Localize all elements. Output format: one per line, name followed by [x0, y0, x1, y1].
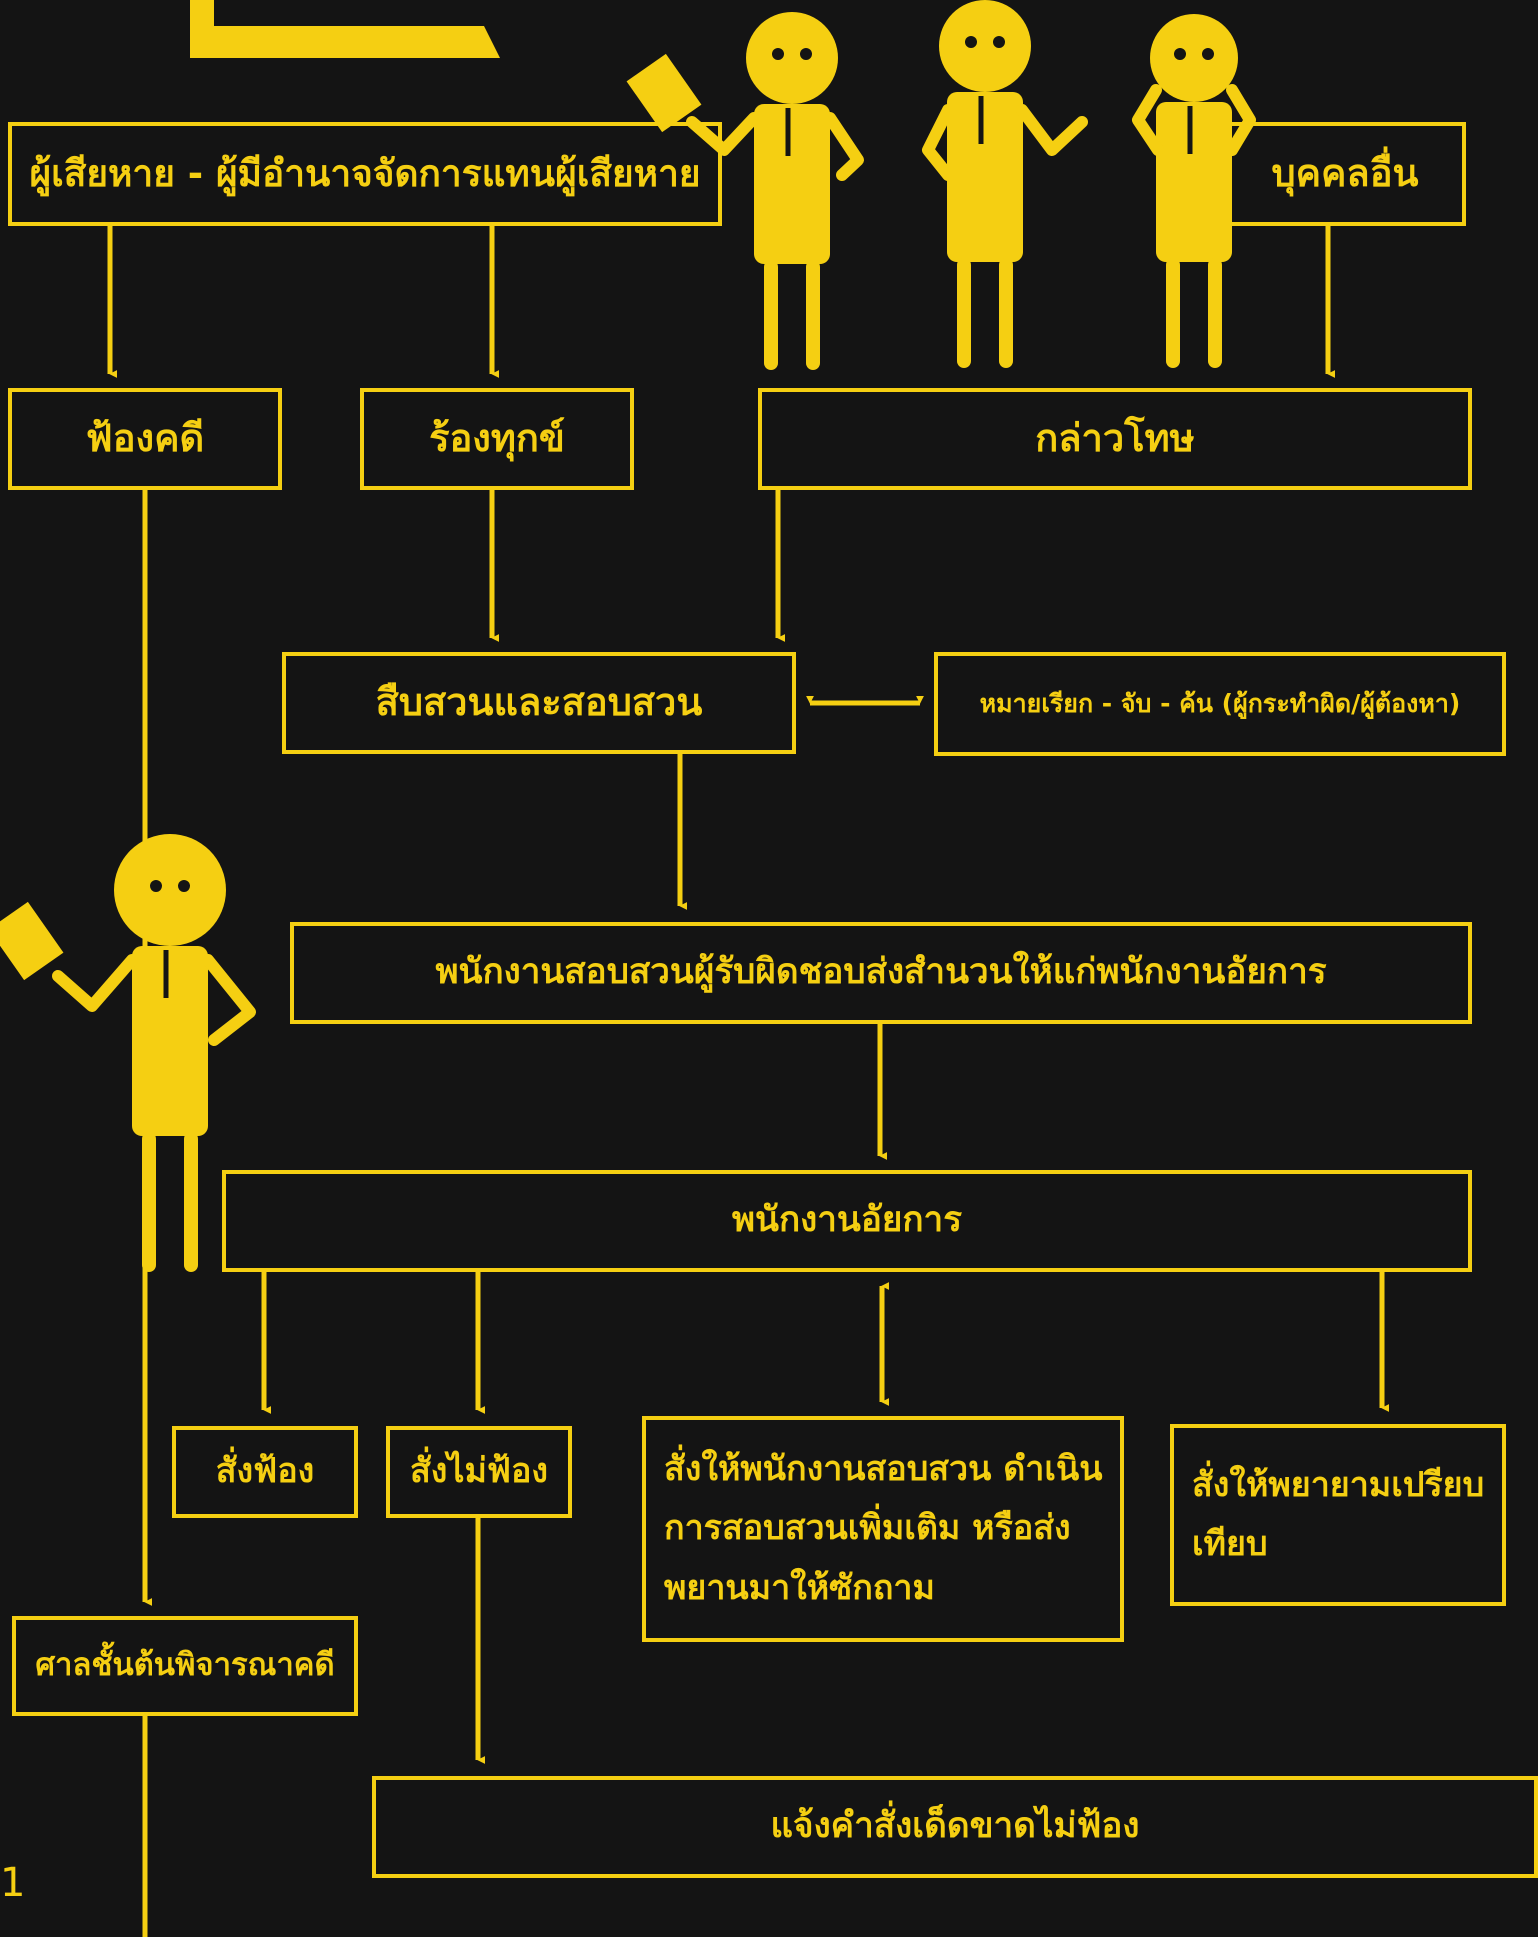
lawyer-figure-body [754, 104, 830, 264]
lawyer-figure-arm-0 [686, 112, 760, 156]
judge-figure-left-eye [965, 36, 977, 48]
order-more-investigation-node: สั่งให้พนักงานสอบสวน ดำเนินการสอบสวนเพิ่… [642, 1416, 1124, 1642]
crying-figure-arm-1 [1226, 84, 1256, 156]
prosecutor-figure-document [0, 901, 64, 981]
sue-node: ฟ้องคดี [8, 388, 282, 490]
lawyer-figure-right-leg [806, 260, 820, 370]
prosecutor-figure-arm-1 [202, 954, 256, 1046]
prosecutor-figure-left-leg [142, 1132, 156, 1272]
prosecutor-figure-arm-0 [52, 954, 138, 1012]
corner-bracket-decoration [190, 0, 500, 58]
investigate-node: สืบสวนและสอบสวน [282, 652, 796, 754]
judge-figure-right-eye [993, 36, 1005, 48]
judge-figure-body [947, 92, 1023, 262]
prosecutor-node: พนักงานอัยการ [222, 1170, 1472, 1272]
lawyer-figure-head [746, 12, 838, 104]
prosecutor-figure-right-eye [178, 880, 190, 892]
lawyer-figure-document [626, 53, 702, 133]
crying-figure [1132, 14, 1256, 368]
crying-figure-arm-0 [1132, 84, 1164, 156]
lawyer-figure [626, 12, 864, 370]
first-court-node: ศาลชั้นต้นพิจารณาคดี [12, 1616, 358, 1716]
final-no-sue-node: แจ้งคำสั่งเด็ดขาดไม่ฟ้อง [372, 1776, 1538, 1878]
prosecutor-figure [0, 834, 256, 1272]
accuse-node: กล่าวโทษ [758, 388, 1472, 490]
crying-figure-head [1150, 14, 1238, 102]
crying-figure-right-eye [1202, 48, 1214, 60]
complain-node: ร้องทุกข์ [360, 388, 634, 490]
other-person-node: บุคคลอื่น [1224, 122, 1466, 226]
crying-figure-left-eye [1174, 48, 1186, 60]
lawyer-figure-left-leg [764, 260, 778, 370]
crying-figure-left-leg [1166, 258, 1180, 368]
warrant-node: หมายเรียก - จับ - ค้น (ผู้กระทำผิด/ผู้ต้… [934, 652, 1506, 756]
prosecutor-figure-left-eye [150, 880, 162, 892]
prosecutor-figure-head [114, 834, 226, 946]
lawyer-figure-arm-1 [824, 112, 864, 181]
figures [0, 0, 1256, 1272]
order-sue-node: สั่งฟ้อง [172, 1426, 358, 1518]
judge-figure-left-leg [957, 258, 971, 368]
judge-figure-head [939, 0, 1031, 92]
lawyer-figure-right-eye [800, 48, 812, 60]
order-not-sue-node: สั่งไม่ฟ้อง [386, 1426, 572, 1518]
order-settlement-node: สั่งให้พยายามเปรียบเทียบ [1170, 1424, 1506, 1606]
judge-figure [922, 0, 1088, 368]
send-file-node: พนักงานสอบสวนผู้รับผิดชอบส่งสำนวนให้แก่พ… [290, 922, 1472, 1024]
victim-node: ผู้เสียหาย - ผู้มีอำนาจจัดการแทนผู้เสียห… [8, 122, 722, 226]
judge-figure-arm-1 [1016, 104, 1088, 156]
judge-figure-arm-0 [922, 104, 954, 181]
prosecutor-figure-body [132, 946, 208, 1136]
crying-figure-body [1156, 102, 1232, 262]
lawyer-figure-left-eye [772, 48, 784, 60]
judge-figure-right-leg [999, 258, 1013, 368]
page-number: 1 [0, 1860, 26, 1906]
prosecutor-figure-right-leg [184, 1132, 198, 1272]
crying-figure-right-leg [1208, 258, 1222, 368]
